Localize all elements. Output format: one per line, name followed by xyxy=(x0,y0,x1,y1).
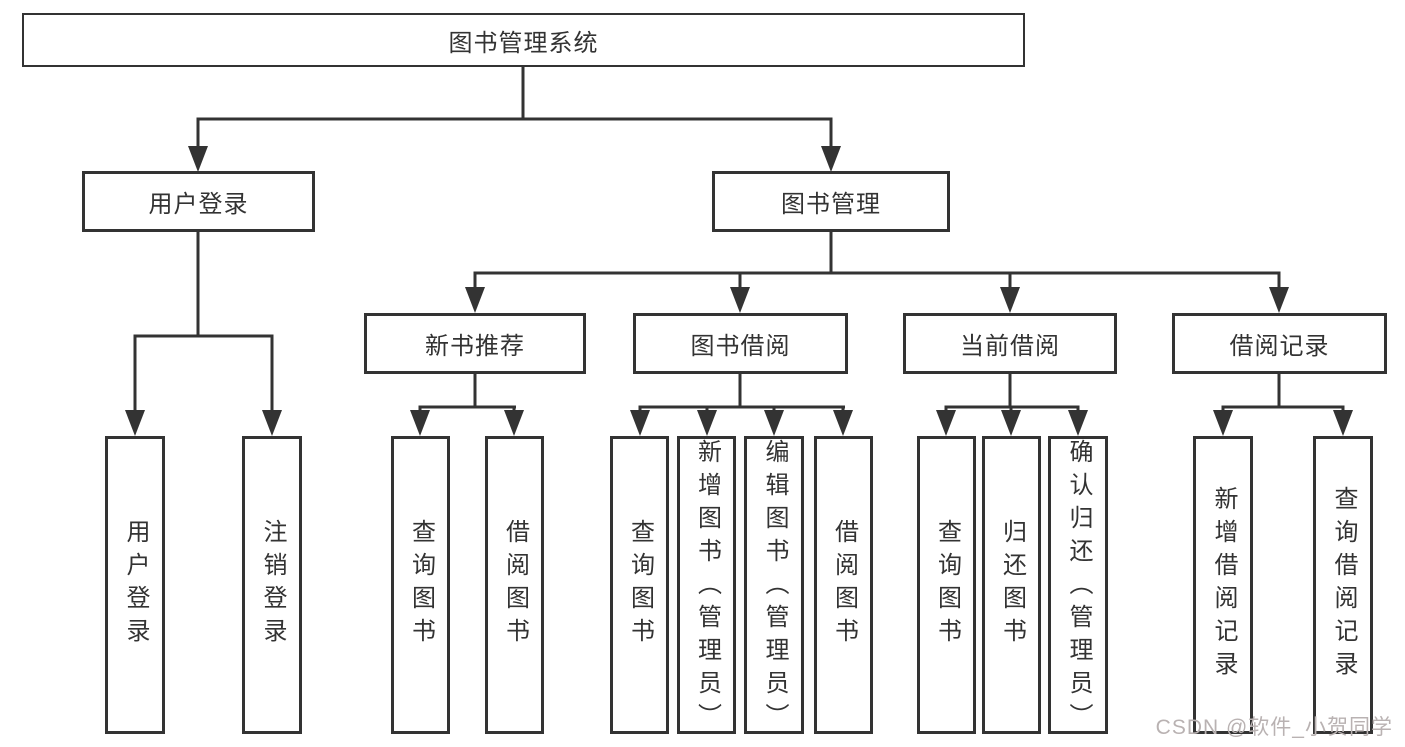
leaf-query-books-current-label: 查询图书 xyxy=(933,519,961,651)
leaf-query-books-current: 查询图书 xyxy=(917,436,976,734)
leaf-borrow-books-borrowing: 借阅图书 xyxy=(814,436,873,734)
leaf-query-books-borrowing: 查询图书 xyxy=(610,436,669,734)
leaf-logout-label: 注销登录 xyxy=(259,519,286,651)
node-user-login-label: 用户登录 xyxy=(148,191,249,218)
node-library-system-label: 图书管理系统 xyxy=(448,29,599,57)
leaf-borrow-books-recommend-label: 借阅图书 xyxy=(501,519,529,651)
leaf-query-borrow-record-label: 查询借阅记录 xyxy=(1330,486,1357,684)
node-book-borrowing: 图书借阅 xyxy=(633,313,848,374)
leaf-user-login: 用户登录 xyxy=(105,436,165,734)
node-user-login: 用户登录 xyxy=(82,171,315,232)
leaf-confirm-return-admin-label: 确认归还（管理员） xyxy=(1065,439,1092,734)
node-book-management-label: 图书管理 xyxy=(781,191,881,218)
leaf-logout: 注销登录 xyxy=(242,436,302,734)
node-borrow-records-label: 借阅记录 xyxy=(1229,333,1330,360)
node-new-book-recommend: 新书推荐 xyxy=(364,313,586,374)
leaf-confirm-return-admin: 确认归还（管理员） xyxy=(1048,436,1108,734)
node-library-system: 图书管理系统 xyxy=(22,13,1025,67)
leaf-return-books: 归还图书 xyxy=(982,436,1041,734)
node-current-borrowing-label: 当前借阅 xyxy=(960,333,1060,360)
node-book-management: 图书管理 xyxy=(712,171,950,232)
leaf-add-books-admin-label: 新增图书（管理员） xyxy=(693,439,721,734)
leaf-edit-books-admin: 编辑图书（管理员） xyxy=(744,436,804,734)
leaf-add-borrow-record: 新增借阅记录 xyxy=(1193,436,1253,734)
leaf-add-books-admin: 新增图书（管理员） xyxy=(677,436,736,734)
node-book-borrowing-label: 图书借阅 xyxy=(690,333,791,360)
node-new-book-recommend-label: 新书推荐 xyxy=(425,333,525,360)
leaf-edit-books-admin-label: 编辑图书（管理员） xyxy=(761,439,788,734)
csdn-watermark: CSDN @软件_小贺同学 xyxy=(1155,716,1393,739)
leaf-return-books-label: 归还图书 xyxy=(998,519,1026,651)
leaf-add-borrow-record-label: 新增借阅记录 xyxy=(1210,486,1237,684)
leaf-borrow-books-borrowing-label: 借阅图书 xyxy=(830,519,858,651)
leaf-query-books-recommend: 查询图书 xyxy=(391,436,450,734)
leaf-user-login-label: 用户登录 xyxy=(122,519,149,651)
leaf-borrow-books-recommend: 借阅图书 xyxy=(485,436,544,734)
node-current-borrowing: 当前借阅 xyxy=(903,313,1117,374)
leaf-query-borrow-record: 查询借阅记录 xyxy=(1313,436,1373,734)
leaf-query-books-borrowing-label: 查询图书 xyxy=(626,519,654,651)
leaf-query-books-recommend-label: 查询图书 xyxy=(407,519,435,651)
arrowheads xyxy=(125,146,1353,436)
node-borrow-records: 借阅记录 xyxy=(1172,313,1387,374)
